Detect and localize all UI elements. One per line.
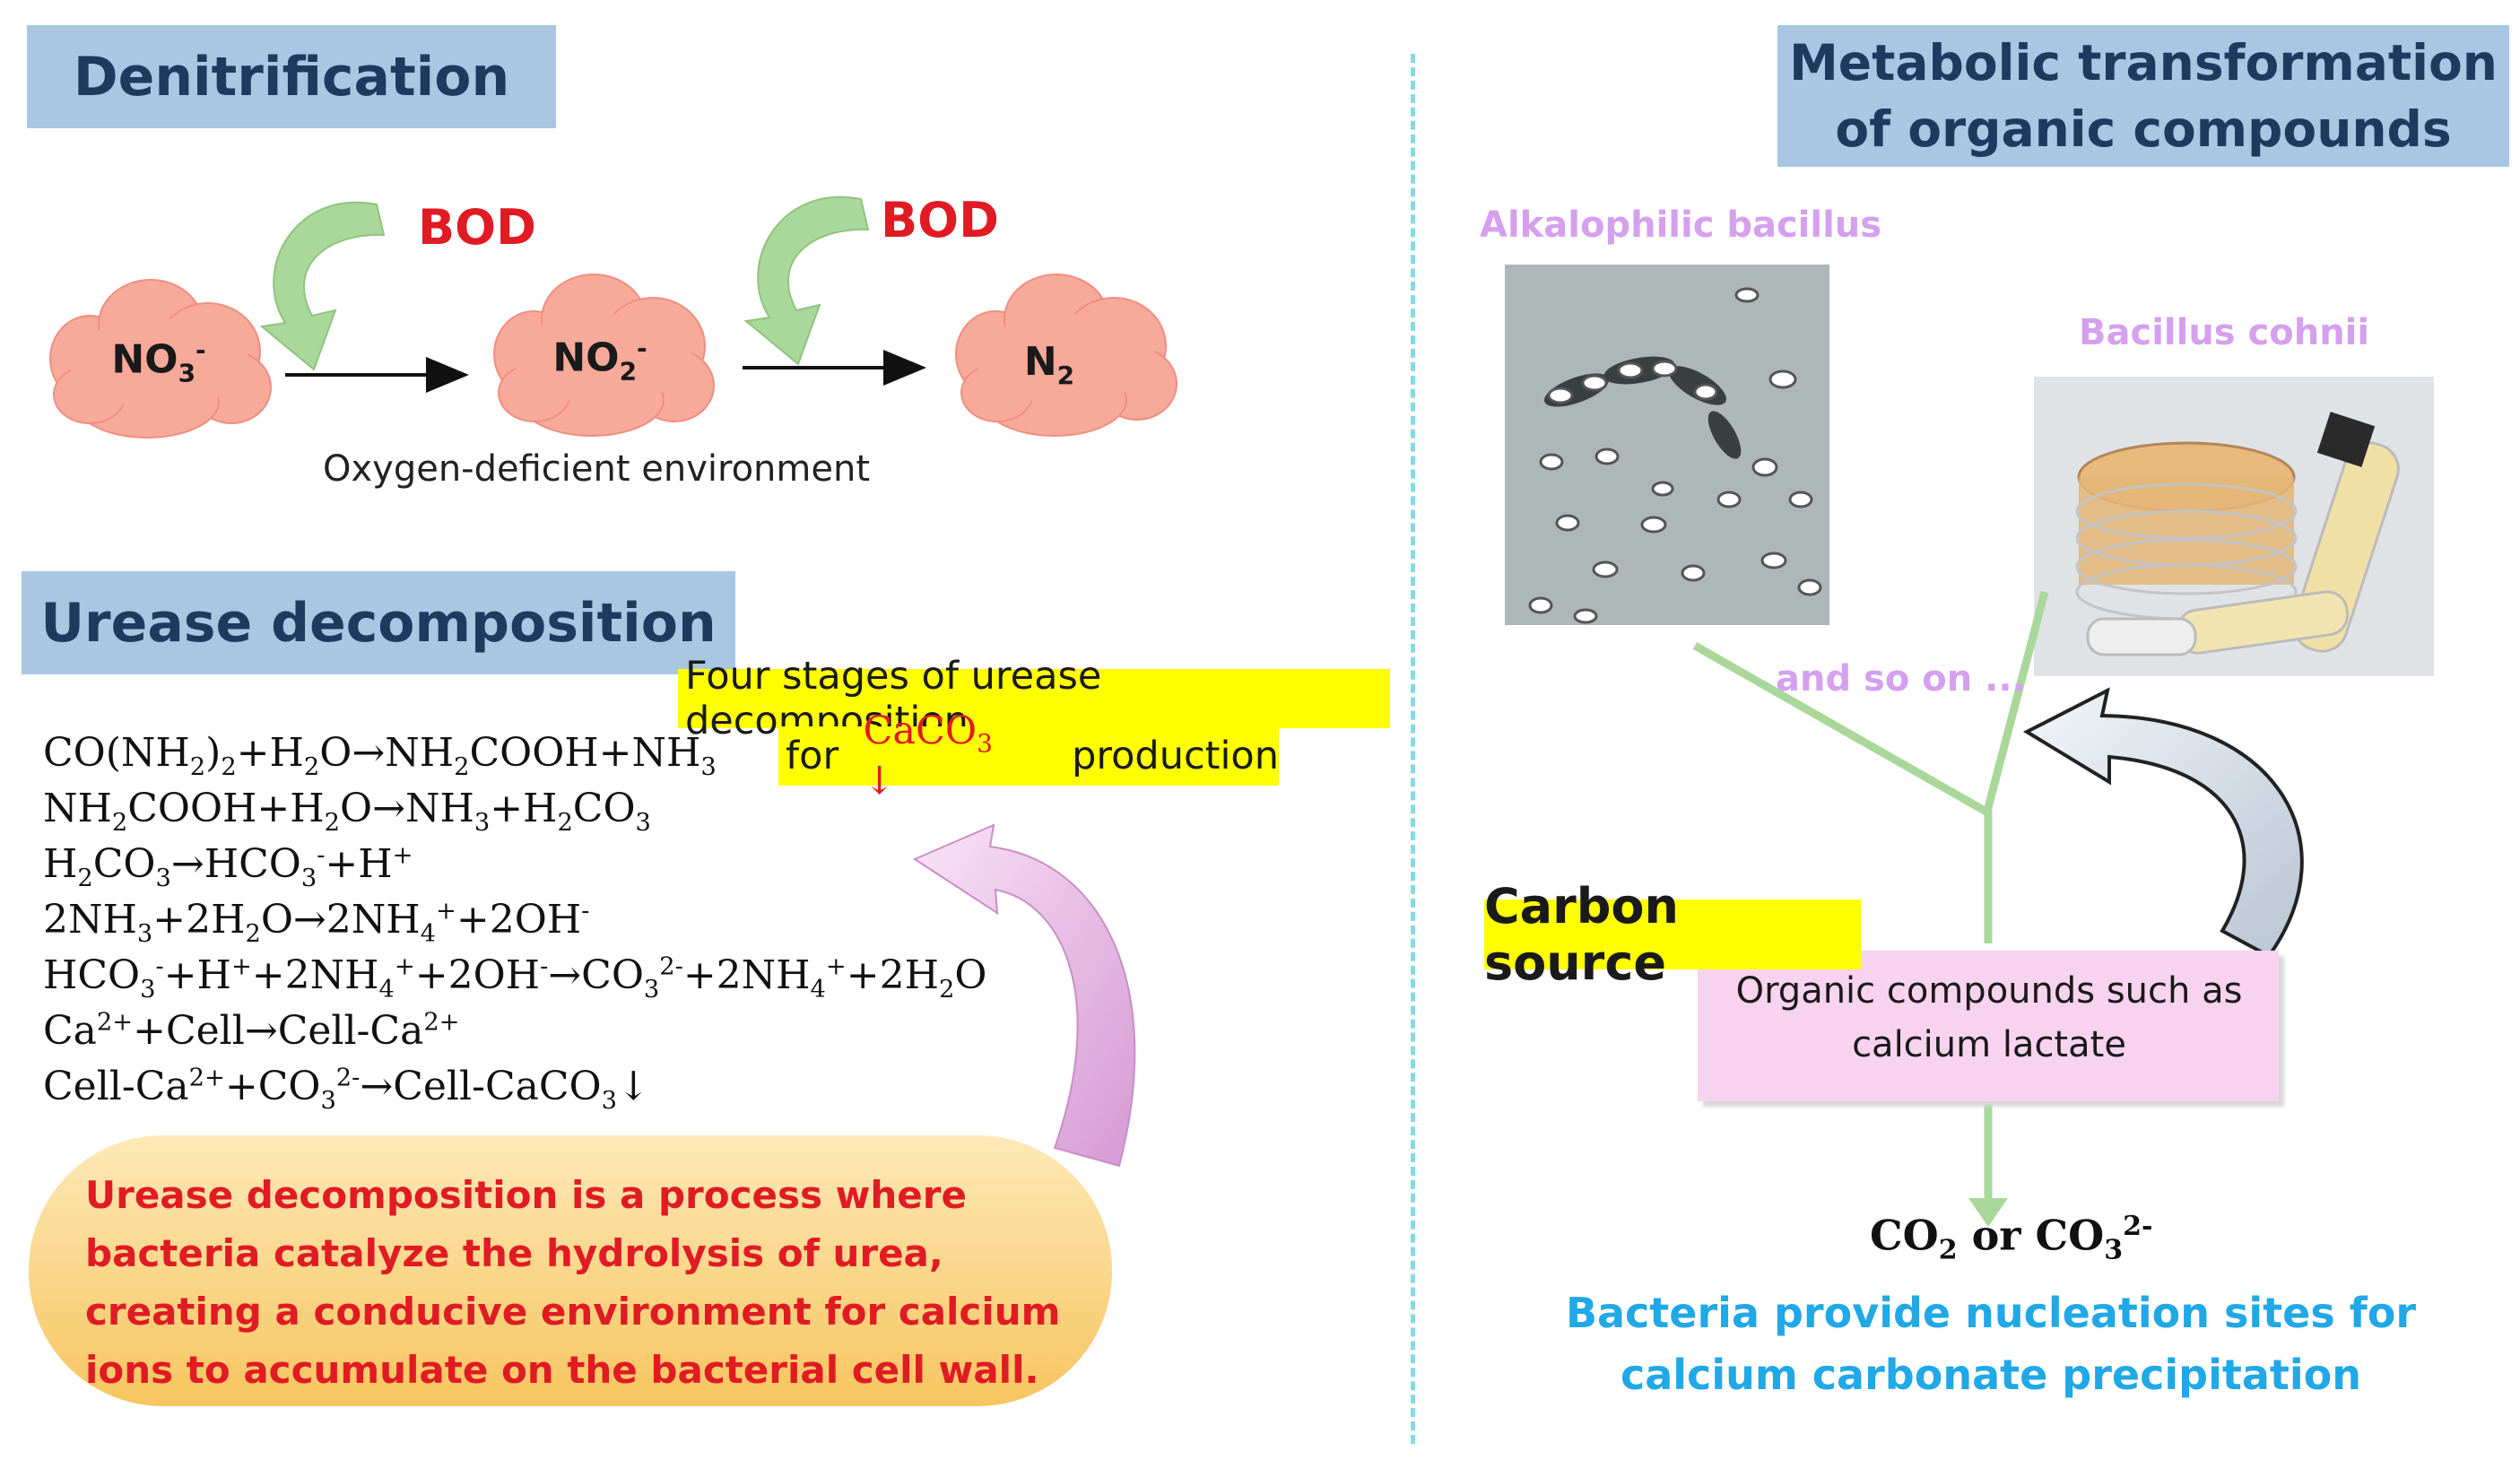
cloud-no2 (493, 274, 715, 437)
carbon-source-label: Carbon source (1484, 878, 1861, 991)
species-n2: N2 (1023, 339, 1075, 390)
alkalophilic-bacillus-image (1505, 265, 1829, 625)
cloud-no3 (49, 279, 272, 439)
bod-label-2: BOD (881, 192, 999, 248)
equation-6: Ca2++Cell→Cell-Ca2+ (43, 1008, 460, 1054)
nucleation-text: Bacteria provide nucleation sites for ca… (1565, 1289, 2417, 1399)
equation-5: HCO3-+H++2NH4++2OH-→CO32-+2NH4++2H2O (43, 952, 987, 1004)
description-bubble (29, 1135, 1112, 1406)
equation-2: NH2COOH+H2O→NH3+H2CO3 (43, 786, 651, 837)
urease-description: Urease decomposition is a process where … (85, 1173, 1061, 1393)
pink-curved-arrow (912, 823, 1136, 1168)
equation-4: 2NH3+2H2O→2NH4++2OH- (43, 897, 590, 948)
and-so-on-label: and so on ... (1776, 658, 2026, 700)
urease-title: Urease decomposition (22, 571, 735, 674)
production-highlight: for CaCO3 ↓ production (778, 708, 1279, 804)
oxygen-deficient-label: Oxygen-deficient environment (323, 448, 871, 490)
bacillus-cohnii-image (2034, 377, 2434, 676)
metabolic-title: Metabolic transformation of organic comp… (1777, 25, 2509, 167)
equation-7: Cell-Ca2++CO32-→Cell-CaCO3↓ (43, 1064, 650, 1115)
alkalophilic-bacillus-label: Alkalophilic bacillus (1480, 204, 1882, 246)
equation-1: CO(NH2)2+H2O→NH2COOH+NH3 (43, 730, 717, 781)
co2-or-co3-label: CO2 or CO32- (1870, 1211, 2153, 1266)
caco3-label: CaCO3 ↓ (863, 708, 993, 804)
organic-compounds-text: Organic compounds such as calcium lactat… (1735, 970, 2243, 1065)
denitrification-diagram (49, 196, 1177, 439)
organic-compounds-note (1698, 951, 2279, 1101)
bod-arrow-2 (743, 196, 870, 366)
carbon-flow-lines (1692, 590, 2049, 1227)
equation-3: H2CO3→HCO3-+H+ (43, 841, 413, 892)
species-no3: NO3- (111, 335, 206, 388)
species-no2: NO2- (552, 334, 647, 387)
denitrification-title: Denitrification (27, 25, 556, 128)
bacillus-cohnii-label: Bacillus cohnii (2079, 312, 2370, 353)
bod-arrow-1 (259, 201, 386, 371)
gray-curved-arrow (2022, 687, 2304, 959)
cloud-n2 (955, 274, 1177, 437)
section-divider (1411, 54, 1415, 1444)
bod-label-1: BOD (418, 199, 536, 256)
